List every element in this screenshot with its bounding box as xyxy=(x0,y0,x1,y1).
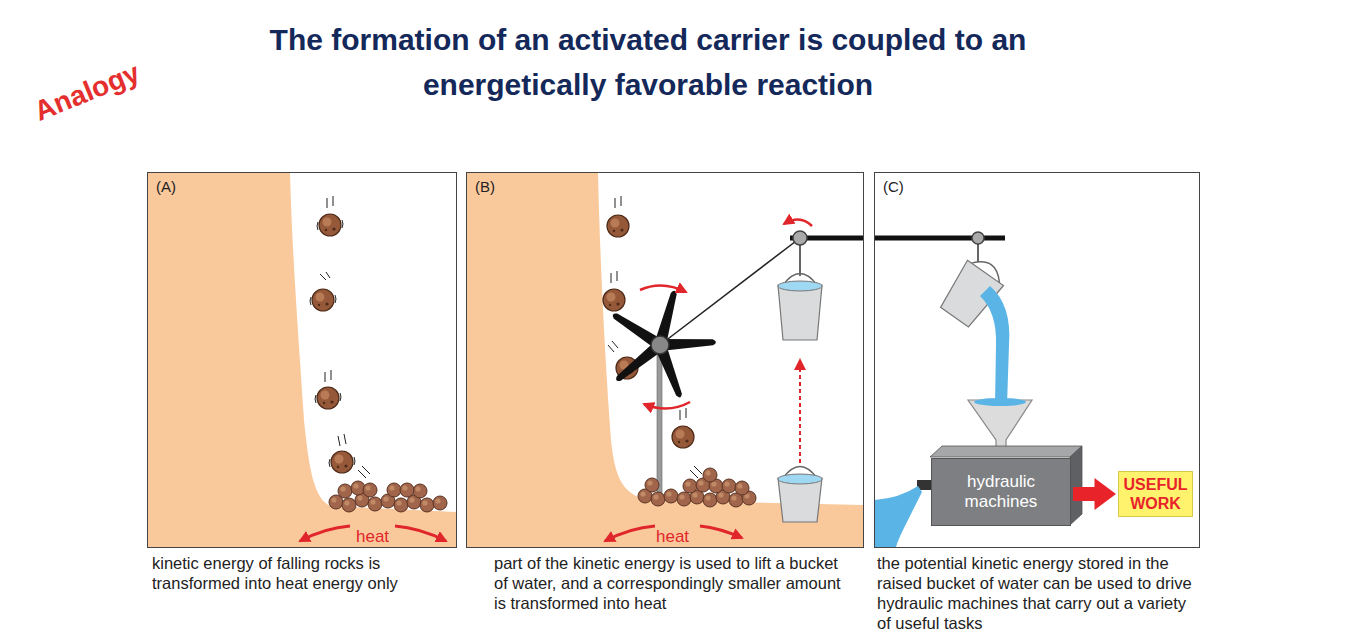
heat-arrow xyxy=(300,526,350,541)
analogy-tag: Analogy xyxy=(30,57,144,128)
rotation-arrow xyxy=(640,285,686,292)
panel: (C) hydraulic machines USEFUL WORK xyxy=(874,172,1200,548)
machine-box: hydraulic machines xyxy=(931,458,1071,526)
panel-letter: (A) xyxy=(156,178,176,195)
heat-arrow xyxy=(605,526,655,541)
panel: (A) xyxy=(147,172,457,548)
machine-label: hydraulic machines xyxy=(938,472,1064,512)
rotation-arrow xyxy=(644,402,690,409)
panel-caption: kinetic energy of falling rocks is trans… xyxy=(152,553,452,593)
panel: (B) xyxy=(466,172,864,548)
panel-caption: part of the kinetic energy is used to li… xyxy=(494,553,844,613)
paddle-wheel xyxy=(610,289,716,399)
outflow-water xyxy=(875,486,922,547)
rotation-arrow xyxy=(784,219,812,226)
motion-lines xyxy=(310,196,370,478)
title: The formation of an activated carrier is… xyxy=(208,17,1088,107)
motion-lines xyxy=(608,196,702,478)
heat-label: heat xyxy=(356,527,389,547)
funnel xyxy=(968,400,1032,447)
lift-arrow xyxy=(799,360,801,463)
output-label: USEFUL WORK xyxy=(1123,475,1188,513)
cliff xyxy=(148,173,456,547)
beam xyxy=(874,236,1005,241)
rock-pile xyxy=(638,468,756,507)
output-box: USEFUL WORK xyxy=(1118,471,1193,517)
panel-caption: the potential kinetic energy stored in t… xyxy=(877,553,1195,633)
panel-b-art xyxy=(467,173,864,547)
panel-a-art xyxy=(148,173,456,547)
machine-top xyxy=(930,446,1082,457)
machine-side xyxy=(1070,446,1082,525)
pulley xyxy=(793,231,807,245)
water-stream xyxy=(980,286,1009,405)
heat-arrow xyxy=(395,526,446,541)
bucket xyxy=(778,274,822,341)
heat-label: heat xyxy=(656,527,689,547)
bucket xyxy=(778,467,822,523)
rock-pile xyxy=(329,481,447,512)
wheel-pole xyxy=(657,345,662,500)
panel-c-art xyxy=(874,232,1082,547)
heat-arrow xyxy=(700,526,742,538)
cliff xyxy=(467,173,863,547)
panel-letter: (C) xyxy=(883,178,904,195)
flow-arrow xyxy=(1073,478,1116,510)
panel-letter: (B) xyxy=(475,178,495,195)
